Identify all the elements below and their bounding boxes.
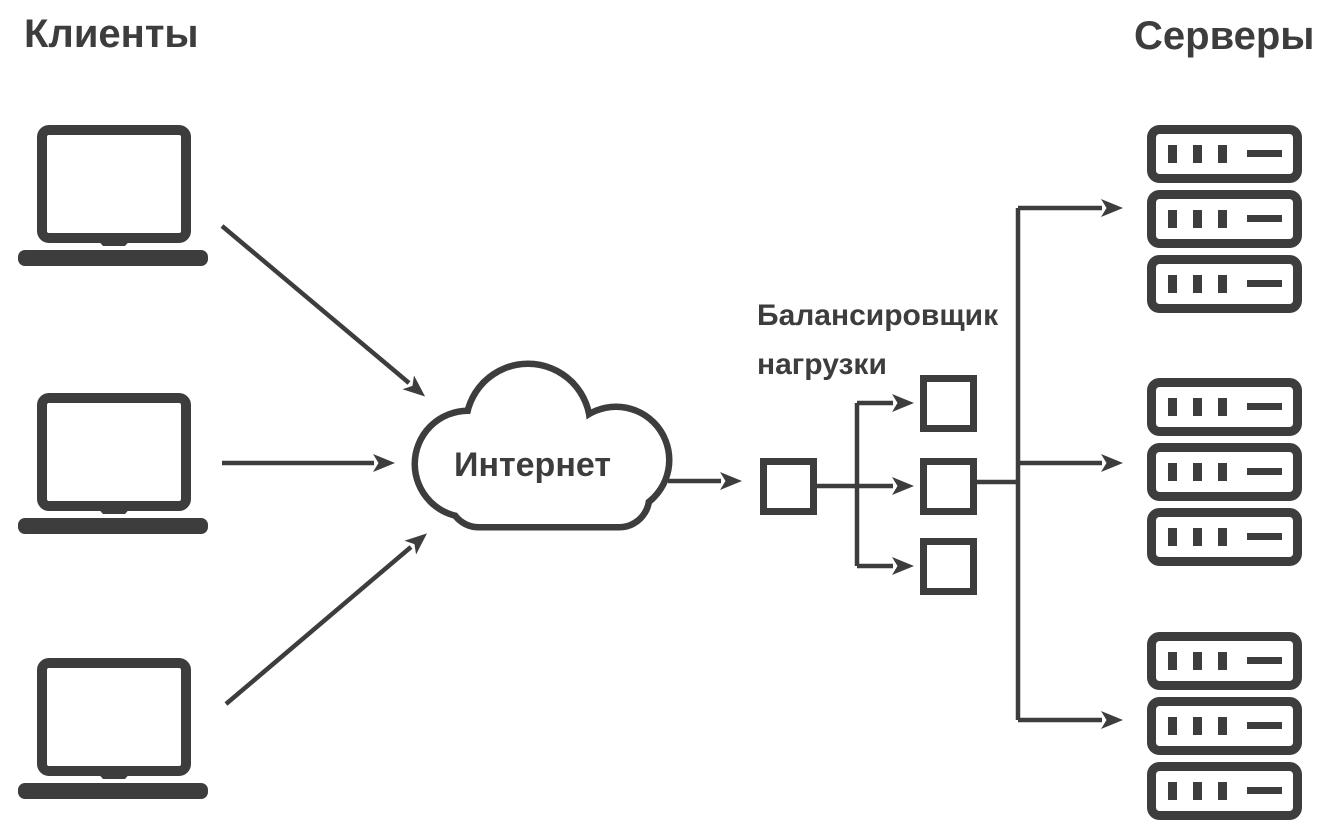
load-balancer-label: Балансировщик нагрузки [757, 291, 998, 389]
server-rack-icon-group1 [1152, 130, 1298, 309]
load-balancer-label-line2: нагрузки [757, 348, 887, 381]
server-rack-icon-group2 [1152, 383, 1298, 562]
clients-title: Клиенты [24, 12, 199, 56]
load-balancer-label-line1: Балансировщик [757, 299, 999, 332]
laptop-icon-client1 [18, 130, 208, 266]
laptop-icon-client3 [18, 663, 208, 799]
servers-title: Серверы [1134, 14, 1315, 58]
laptop-icon-client2 [18, 398, 208, 534]
internet-label: Интернет [454, 446, 611, 484]
arrow-client1-internet [220, 224, 426, 397]
arrow-client3-internet [224, 533, 428, 706]
cloud-icon [411, 360, 673, 531]
square-node-icon-balancer-input [760, 458, 817, 515]
square-node-icon-target3 [920, 538, 977, 595]
square-node-icon-target1 [920, 375, 977, 432]
server-rack-icon-group3 [1152, 637, 1298, 816]
square-node-icon-target2 [920, 458, 977, 515]
